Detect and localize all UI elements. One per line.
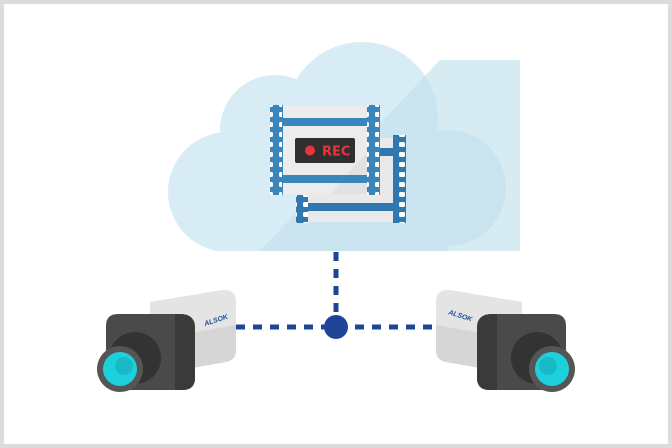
rec-badge: REC — [295, 138, 355, 163]
camera-left: ALSOK — [97, 289, 236, 392]
network-links — [236, 252, 438, 330]
video-file-front: REC — [270, 105, 380, 195]
network-hub-node — [324, 315, 348, 339]
rec-label: REC — [322, 145, 350, 160]
record-dot-icon — [305, 145, 315, 156]
camera-right: ALSOK — [436, 289, 575, 392]
